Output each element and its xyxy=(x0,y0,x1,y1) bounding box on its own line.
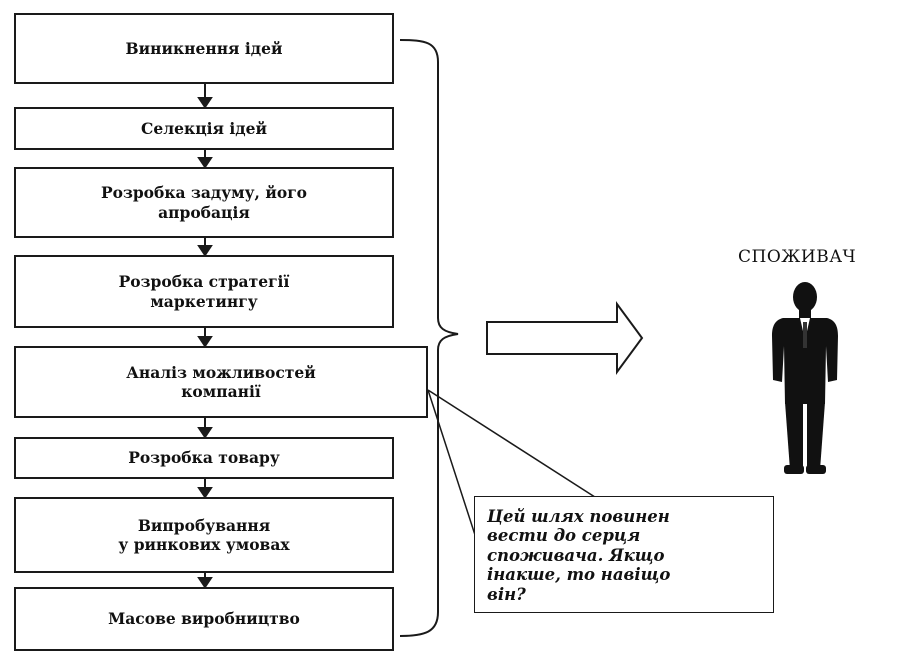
person-in-suit-icon xyxy=(772,282,838,474)
step-idea-selection: Селекція ідей xyxy=(14,107,394,150)
to-consumer-arrow xyxy=(486,300,644,376)
flow-arrows xyxy=(197,84,213,589)
consumer-label: СПОЖИВАЧ xyxy=(738,247,857,267)
step-idea-generation: Виникнення ідей xyxy=(14,13,394,84)
grouping-brace xyxy=(399,39,459,637)
callout-note: Цей шлях повинен вести до серця споживач… xyxy=(474,496,774,613)
step-company-analysis: Аналіз можливостей компанії xyxy=(14,346,428,418)
step-product-development: Розробка товару xyxy=(14,437,394,479)
step-concept-testing: Розробка задуму, його апробація xyxy=(14,167,394,238)
step-market-testing: Випробування у ринкових умовах xyxy=(14,497,394,573)
callout-line-top xyxy=(427,389,613,509)
callout-line-bottom xyxy=(427,389,477,539)
step-mass-production: Масове виробництво xyxy=(14,587,394,651)
step-marketing-strategy: Розробка стратегії маркетингу xyxy=(14,255,394,328)
